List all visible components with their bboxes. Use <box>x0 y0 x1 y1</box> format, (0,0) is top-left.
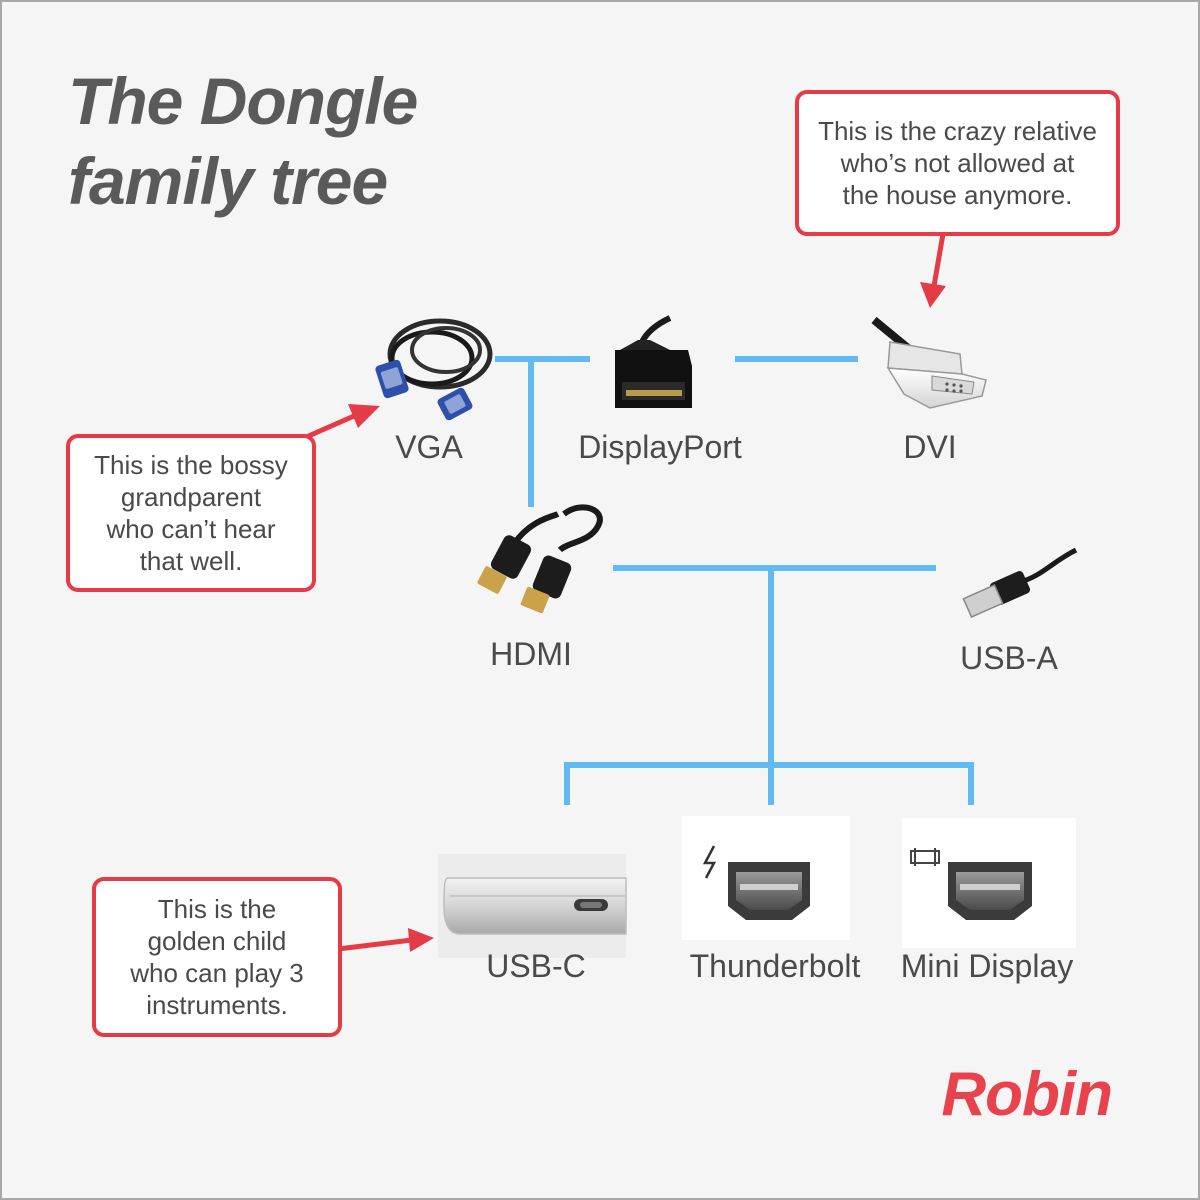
page-title-line-1: The Dongle <box>68 64 418 138</box>
hdmi-cable-icon <box>477 504 603 614</box>
callout-dvi-text: This is the crazy relative who’s not all… <box>818 116 1097 210</box>
label-displayport: DisplayPort <box>578 429 742 465</box>
arrow-to-usb-c-head <box>408 928 434 952</box>
dvi-plug-icon <box>871 316 987 409</box>
displayport-plug-icon <box>615 315 692 408</box>
arrow-to-vga-head <box>348 404 380 428</box>
arrow-to-usb-c <box>337 937 413 952</box>
callout-dvi: This is the crazy relative who’s not all… <box>795 90 1120 236</box>
arrow-to-vga <box>302 413 356 441</box>
usb-a-plug-icon <box>962 547 1078 619</box>
callout-usb-c-text: This is the golden child who can play 3 … <box>130 894 304 1020</box>
callout-usb-c: This is the golden child who can play 3 … <box>92 877 342 1037</box>
mini-displayport-icon <box>902 818 1076 948</box>
label-thunderbolt: Thunderbolt <box>689 948 861 984</box>
callout-vga: This is the bossy grandparent who can’t … <box>66 434 316 592</box>
label-vga: VGA <box>395 429 463 465</box>
label-hdmi: HDMI <box>490 636 572 672</box>
callout-arrows <box>302 233 946 952</box>
label-dvi: DVI <box>903 429 957 465</box>
laptop-usb-c-icon <box>438 854 627 958</box>
page-title-line-2: family tree <box>68 144 388 218</box>
arrow-to-dvi-head <box>920 282 946 308</box>
callout-vga-text: This is the bossy grandparent who can’t … <box>94 450 288 576</box>
tree-lines <box>495 356 974 805</box>
label-usb-c: USB-C <box>486 948 586 984</box>
vga-cable-icon <box>375 318 493 421</box>
brand-logo: Robin <box>941 1060 1113 1129</box>
thunderbolt-port-icon <box>682 816 850 940</box>
label-usb-a: USB-A <box>960 640 1058 676</box>
arrow-to-dvi <box>931 233 946 287</box>
label-mini-display: Mini Display <box>900 948 1074 984</box>
